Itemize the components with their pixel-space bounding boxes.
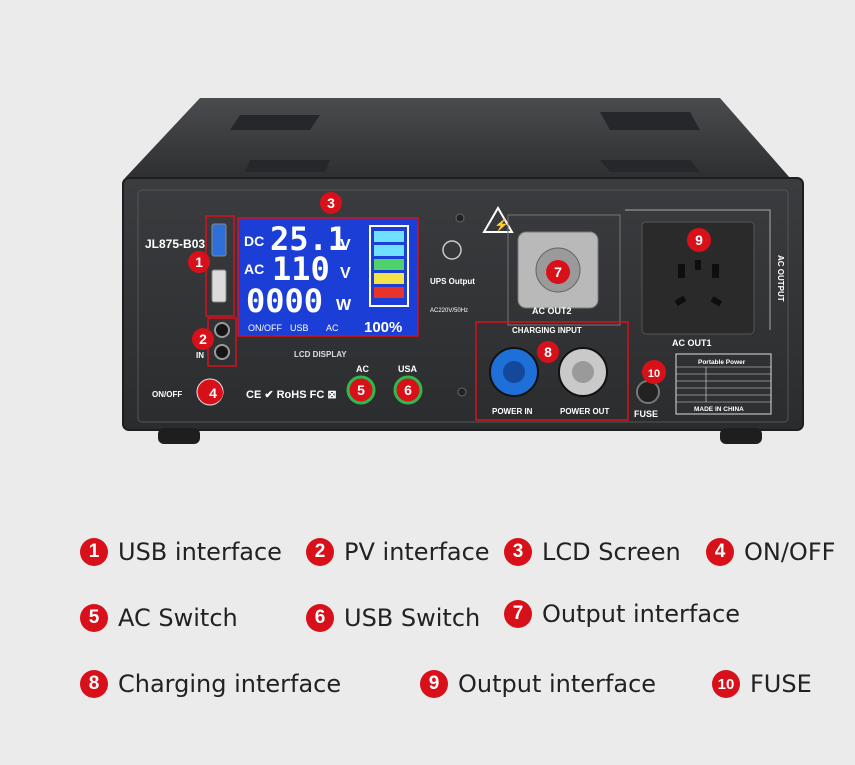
- lcd-battery-icon: [369, 225, 409, 307]
- svg-text:ON/OFF: ON/OFF: [152, 390, 182, 399]
- foot-right: [720, 428, 762, 444]
- svg-text:CE ✔ RoHS FC ⊠: CE ✔ RoHS FC ⊠: [246, 389, 337, 401]
- svg-text:1: 1: [195, 254, 203, 270]
- fuse-holder: [636, 380, 660, 404]
- legend-item-9: 9 Output interface: [420, 670, 656, 698]
- svg-text:ON/OFF: ON/OFF: [248, 323, 282, 333]
- svg-text:V: V: [340, 237, 351, 254]
- svg-text:9: 9: [695, 232, 703, 248]
- legend-text: AC Switch: [118, 604, 238, 632]
- svg-text:AC OUT2: AC OUT2: [532, 306, 572, 316]
- svg-text:10: 10: [648, 368, 660, 380]
- svg-text:AC220V/50Hz: AC220V/50Hz: [430, 308, 468, 314]
- legend-item-4: 4 ON/OFF: [706, 538, 835, 566]
- svg-text:25.1: 25.1: [270, 220, 347, 258]
- ac-out1-socket: [641, 221, 755, 335]
- legend-badge: 9: [420, 670, 448, 698]
- svg-text:POWER OUT: POWER OUT: [560, 407, 609, 416]
- legend-text: USB interface: [118, 538, 282, 566]
- legend-text: Output interface: [458, 670, 657, 698]
- legend-text: USB Switch: [344, 604, 481, 632]
- pv-jack-top: [214, 322, 230, 338]
- svg-text:3: 3: [327, 195, 335, 211]
- svg-text:Portable Power: Portable Power: [698, 359, 746, 366]
- svg-text:⚡: ⚡: [494, 218, 509, 232]
- ups-output-connector: [442, 240, 462, 260]
- usb-port-white: [211, 269, 227, 303]
- svg-text:DC: DC: [244, 233, 264, 249]
- svg-text:AC: AC: [244, 261, 264, 277]
- legend-badge: 1: [80, 538, 108, 566]
- spec-plate: [675, 353, 772, 415]
- svg-text:6: 6: [404, 382, 412, 398]
- svg-text:UPS Output: UPS Output: [430, 277, 475, 286]
- svg-text:CHARGING INPUT: CHARGING INPUT: [512, 326, 582, 335]
- svg-text:W: W: [336, 297, 352, 314]
- legend-item-5: 5 AC Switch: [80, 604, 238, 632]
- svg-text:4: 4: [209, 385, 217, 401]
- svg-text:0000: 0000: [246, 282, 323, 320]
- legend-text: Charging interface: [118, 670, 342, 698]
- legend-item-10: 10 FUSE: [712, 670, 812, 698]
- usb-port-blue: [211, 223, 227, 257]
- legend-text: FUSE: [750, 670, 812, 698]
- device-callouts: 1 2 3 4 5 6 7 8 9 10: [188, 192, 711, 403]
- legend-badge: 5: [80, 604, 108, 632]
- svg-text:MADE IN CHINA: MADE IN CHINA: [694, 406, 744, 413]
- foot-left: [158, 428, 200, 444]
- pv-in-label: IN: [196, 351, 204, 360]
- legend-badge: 10: [712, 670, 740, 698]
- charging-input-box: [475, 321, 629, 421]
- ac-out2-bracket: [507, 214, 621, 326]
- legend-text: ON/OFF: [744, 538, 836, 566]
- svg-text:AC OUTPUT: AC OUTPUT: [776, 255, 785, 302]
- svg-text:110: 110: [272, 250, 330, 288]
- lcd-caption: LCD DISPLAY: [294, 350, 347, 359]
- legend-text: PV interface: [344, 538, 490, 566]
- legend-badge: 7: [504, 600, 532, 628]
- svg-text:FUSE: FUSE: [634, 409, 658, 419]
- model-label: JL875-B03: [145, 237, 205, 251]
- svg-text:2: 2: [199, 331, 207, 347]
- svg-text:7: 7: [554, 264, 562, 280]
- legend-badge: 6: [306, 604, 334, 632]
- legend-item-8: 8 Charging interface: [80, 670, 341, 698]
- svg-text:100%: 100%: [364, 319, 402, 336]
- svg-text:POWER IN: POWER IN: [492, 407, 533, 416]
- svg-text:AC OUT1: AC OUT1: [672, 338, 712, 348]
- legend-badge: 4: [706, 538, 734, 566]
- legend-text: LCD Screen: [542, 538, 681, 566]
- legend-item-1: 1 USB interface: [80, 538, 282, 566]
- svg-text:AC: AC: [356, 364, 369, 374]
- legend-item-7: 7 Output interface: [504, 600, 740, 628]
- svg-text:USA: USA: [398, 364, 418, 374]
- legend-badge: 8: [80, 670, 108, 698]
- svg-text:8: 8: [544, 344, 552, 360]
- legend-item-6: 6 USB Switch: [306, 604, 480, 632]
- svg-text:V: V: [340, 265, 351, 282]
- svg-text:AC: AC: [326, 323, 339, 333]
- svg-text:USB: USB: [290, 323, 309, 333]
- pv-jack-bottom: [214, 344, 230, 360]
- legend-item-2: 2 PV interface: [306, 538, 490, 566]
- legend-badge: 2: [306, 538, 334, 566]
- legend-badge: 3: [504, 538, 532, 566]
- svg-text:5: 5: [357, 382, 365, 398]
- legend-text: Output interface: [542, 600, 741, 628]
- warning-triangle-icon: [482, 206, 514, 233]
- legend-item-3: 3 LCD Screen: [504, 538, 681, 566]
